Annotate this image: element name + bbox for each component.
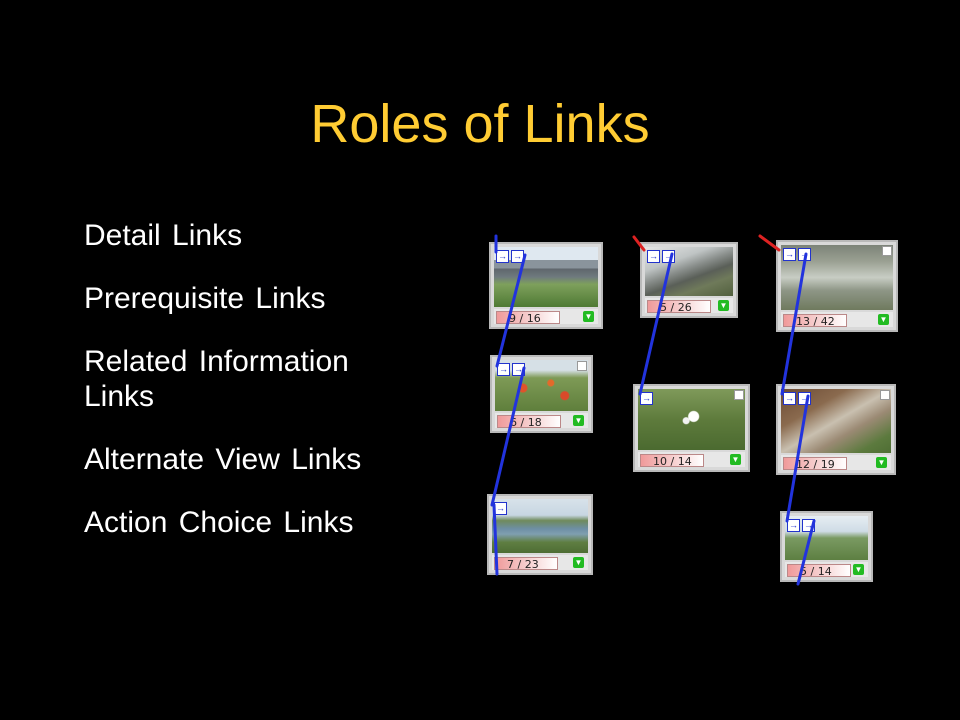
- green-chevron-down-icon[interactable]: ▼: [878, 314, 889, 325]
- card-thumbnail: → → 5 / 26 ▼: [640, 242, 738, 318]
- link-line-red: [758, 234, 781, 252]
- link-line: [796, 519, 816, 586]
- counter-pill: 10 / 14: [640, 454, 704, 468]
- card-thumbnail: → → 9 / 16 ▼: [489, 242, 603, 329]
- arrow-box-icon[interactable]: →: [647, 250, 660, 263]
- card-count: 13 / 42: [796, 315, 835, 328]
- link-line: [490, 366, 526, 507]
- bullet-alternate-view-links: Alternate View Links: [84, 443, 362, 476]
- card-count: 10 / 14: [653, 455, 692, 468]
- link-line: [785, 394, 810, 523]
- card-count: 5 / 26: [660, 301, 692, 314]
- green-chevron-down-icon[interactable]: ▼: [730, 454, 741, 465]
- link-line: [492, 503, 499, 576]
- arrow-box-icon[interactable]: →: [783, 392, 796, 405]
- counter-pill: 12 / 19: [783, 457, 847, 471]
- green-chevron-down-icon[interactable]: ▼: [853, 564, 864, 575]
- counter-pill: 5 / 26: [647, 300, 711, 314]
- link-line: [495, 253, 527, 368]
- card-thumbnail: → 10 / 14 ▼: [633, 384, 750, 472]
- card-footer: 12 / 19 ▼: [781, 455, 891, 471]
- arrow-box-icon[interactable]: →: [783, 248, 796, 261]
- photo-wildflowers: [495, 360, 588, 411]
- checkbox-icon[interactable]: [880, 390, 890, 400]
- checkbox-icon[interactable]: [577, 361, 587, 371]
- green-chevron-down-icon[interactable]: ▼: [573, 415, 584, 426]
- card-thumbnail: → → 5 / 14 ▼: [780, 511, 873, 582]
- link-line: [638, 252, 674, 396]
- counter-pill: 7 / 23: [494, 557, 558, 571]
- card-count: 12 / 19: [796, 458, 835, 471]
- bullet-prerequisite-links: Prerequisite Links: [84, 282, 326, 315]
- green-chevron-down-icon[interactable]: ▼: [573, 557, 584, 568]
- arrow-box-icon[interactable]: →: [496, 250, 509, 263]
- counter-pill: 13 / 42: [783, 314, 847, 328]
- card-thumbnail: → → 6 / 18 ▼: [490, 355, 593, 433]
- arrow-box-icon[interactable]: →: [640, 392, 653, 405]
- bullet-detail-links: Detail Links: [84, 219, 243, 252]
- link-line-red: [632, 235, 646, 252]
- card-footer: 7 / 23 ▼: [492, 555, 588, 571]
- card-count: 6 / 18: [510, 416, 542, 429]
- green-chevron-down-icon[interactable]: ▼: [876, 457, 887, 468]
- card-count: 5 / 14: [800, 565, 832, 578]
- green-chevron-down-icon[interactable]: ▼: [718, 300, 729, 311]
- bullet-related-information-links: Related Information Links: [84, 345, 349, 413]
- green-chevron-down-icon[interactable]: ▼: [583, 311, 594, 322]
- card-thumbnail: → 7 / 23 ▼: [487, 494, 593, 575]
- card-footer: 5 / 26 ▼: [645, 298, 733, 314]
- slide-title: Roles of Links: [310, 94, 650, 154]
- arrow-box-icon[interactable]: →: [497, 363, 510, 376]
- bullet-action-choice-links: Action Choice Links: [84, 506, 354, 539]
- link-line: [780, 252, 808, 396]
- checkbox-icon[interactable]: [882, 246, 892, 256]
- photo-white-flowers: [638, 389, 745, 450]
- bullet-list: Detail Links Prerequisite Links Related …: [84, 218, 434, 568]
- card-count: 7 / 23: [507, 558, 539, 571]
- checkbox-icon[interactable]: [734, 390, 744, 400]
- card-footer: 9 / 16 ▼: [494, 309, 598, 325]
- card-footer: 10 / 14 ▼: [638, 452, 745, 468]
- photo-pond: [492, 499, 588, 553]
- card-footer: 13 / 42 ▼: [781, 312, 893, 328]
- counter-pill: 9 / 16: [496, 311, 560, 325]
- arrow-box-icon[interactable]: →: [787, 519, 800, 532]
- card-count: 9 / 16: [509, 312, 541, 325]
